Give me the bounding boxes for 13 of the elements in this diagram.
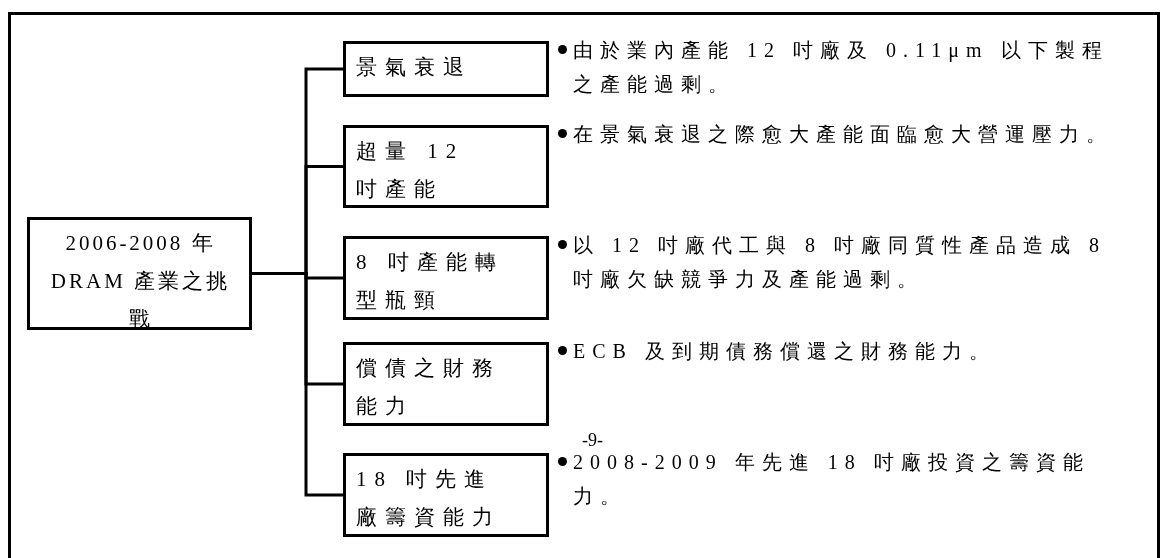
category-box: 償債之財務能力: [343, 342, 549, 426]
bullet-text: 在景氣衰退之際愈大產能面臨愈大營運壓力。: [573, 122, 1114, 147]
bullet-text: 以 12 吋廠代工與 8 吋廠同質性產品造成 8 吋廠欠缺競爭力及產能過剩。: [573, 233, 1107, 292]
category-box: 18 吋先進廠籌資能力: [343, 453, 549, 537]
connector-line: [252, 272, 343, 497]
category-box: 8 吋產能轉型瓶頸: [343, 236, 549, 320]
category-box: 超量 12 吋產能: [343, 125, 549, 208]
topic-box: 2006-2008 年DRAM 產業之挑戰: [27, 217, 252, 330]
category-box: 景氣衰退: [343, 41, 549, 97]
bullet-text: ECB 及到期債務償還之財務能力。: [573, 339, 997, 364]
bullet-text: 2008-2009 年先進 18 吋廠投資之籌資能力。: [573, 450, 1091, 509]
page-number: -9-: [582, 430, 603, 450]
bullet-text: 由於業內產能 12 吋廠及 0.11μm 以下製程之產能過剩。: [573, 38, 1110, 97]
